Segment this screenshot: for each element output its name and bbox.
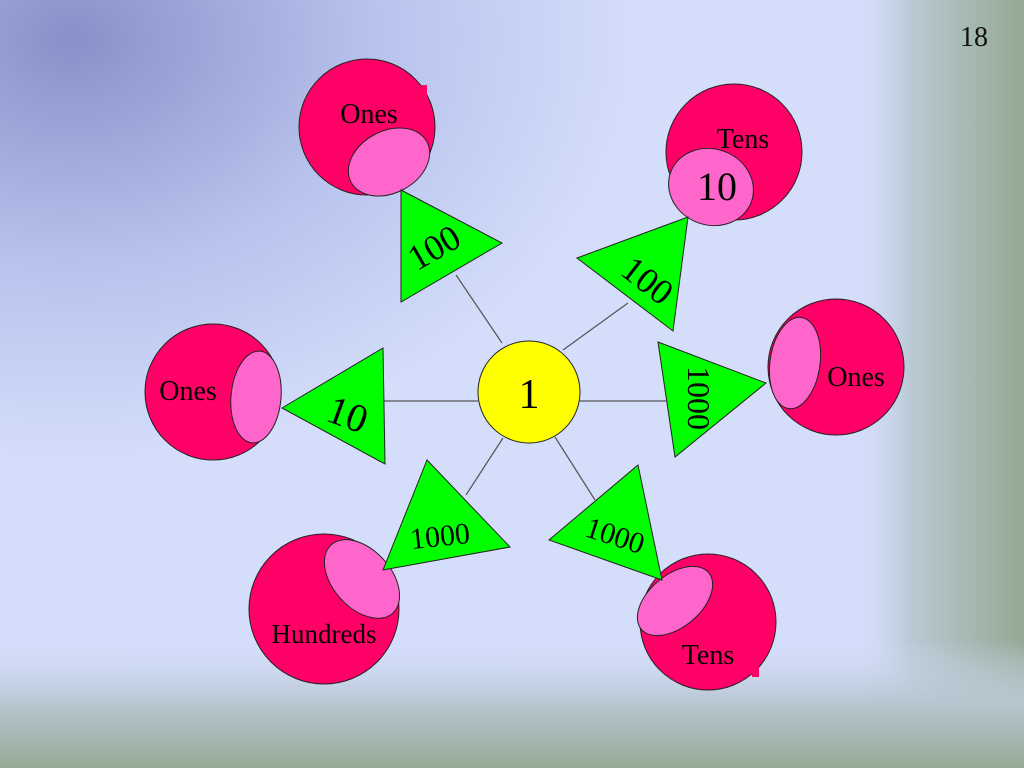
center-label: 1 bbox=[519, 372, 540, 418]
ball-top-right: Tens 10 bbox=[665, 83, 803, 227]
background-bottom-band bbox=[0, 640, 1024, 768]
triangle-right: 1000 bbox=[657, 341, 767, 458]
spoke-line-bottom-left bbox=[465, 437, 504, 496]
triangle-label: 1000 bbox=[408, 517, 471, 556]
spoke-line-top-right bbox=[562, 302, 629, 351]
ball-label: Tens bbox=[682, 640, 734, 671]
ball-label: Tens bbox=[717, 124, 769, 155]
spoke-lines bbox=[384, 274, 666, 501]
center-node: 1 bbox=[477, 340, 581, 444]
ball-bottom-right: Tens bbox=[636, 553, 777, 691]
page-number: 18 bbox=[960, 22, 988, 53]
ball-extra-value: 10 bbox=[697, 164, 737, 209]
spoke-line-top-left bbox=[455, 274, 503, 344]
ball-bottom-left: Hundreds bbox=[248, 533, 401, 685]
triangle-top-left: 100 bbox=[400, 189, 504, 303]
triangle-top-right: 100 bbox=[575, 216, 689, 332]
triangle-label: 1000 bbox=[681, 366, 717, 430]
triangle-bottom-right: 1000 bbox=[548, 464, 663, 581]
ball-label: Ones bbox=[340, 99, 398, 130]
ball-label: Ones bbox=[159, 376, 217, 407]
triangle-left: 10 bbox=[280, 347, 386, 465]
ball-label: Hundreds bbox=[272, 619, 377, 649]
ball-top-left: Ones bbox=[298, 58, 436, 197]
ball-label: Ones bbox=[827, 362, 885, 393]
spoke-line-bottom-right bbox=[554, 436, 596, 501]
ball-left: Ones bbox=[144, 323, 282, 461]
ball-right: Ones bbox=[767, 298, 905, 436]
triangle-bottom-left: 1000 bbox=[382, 459, 512, 571]
